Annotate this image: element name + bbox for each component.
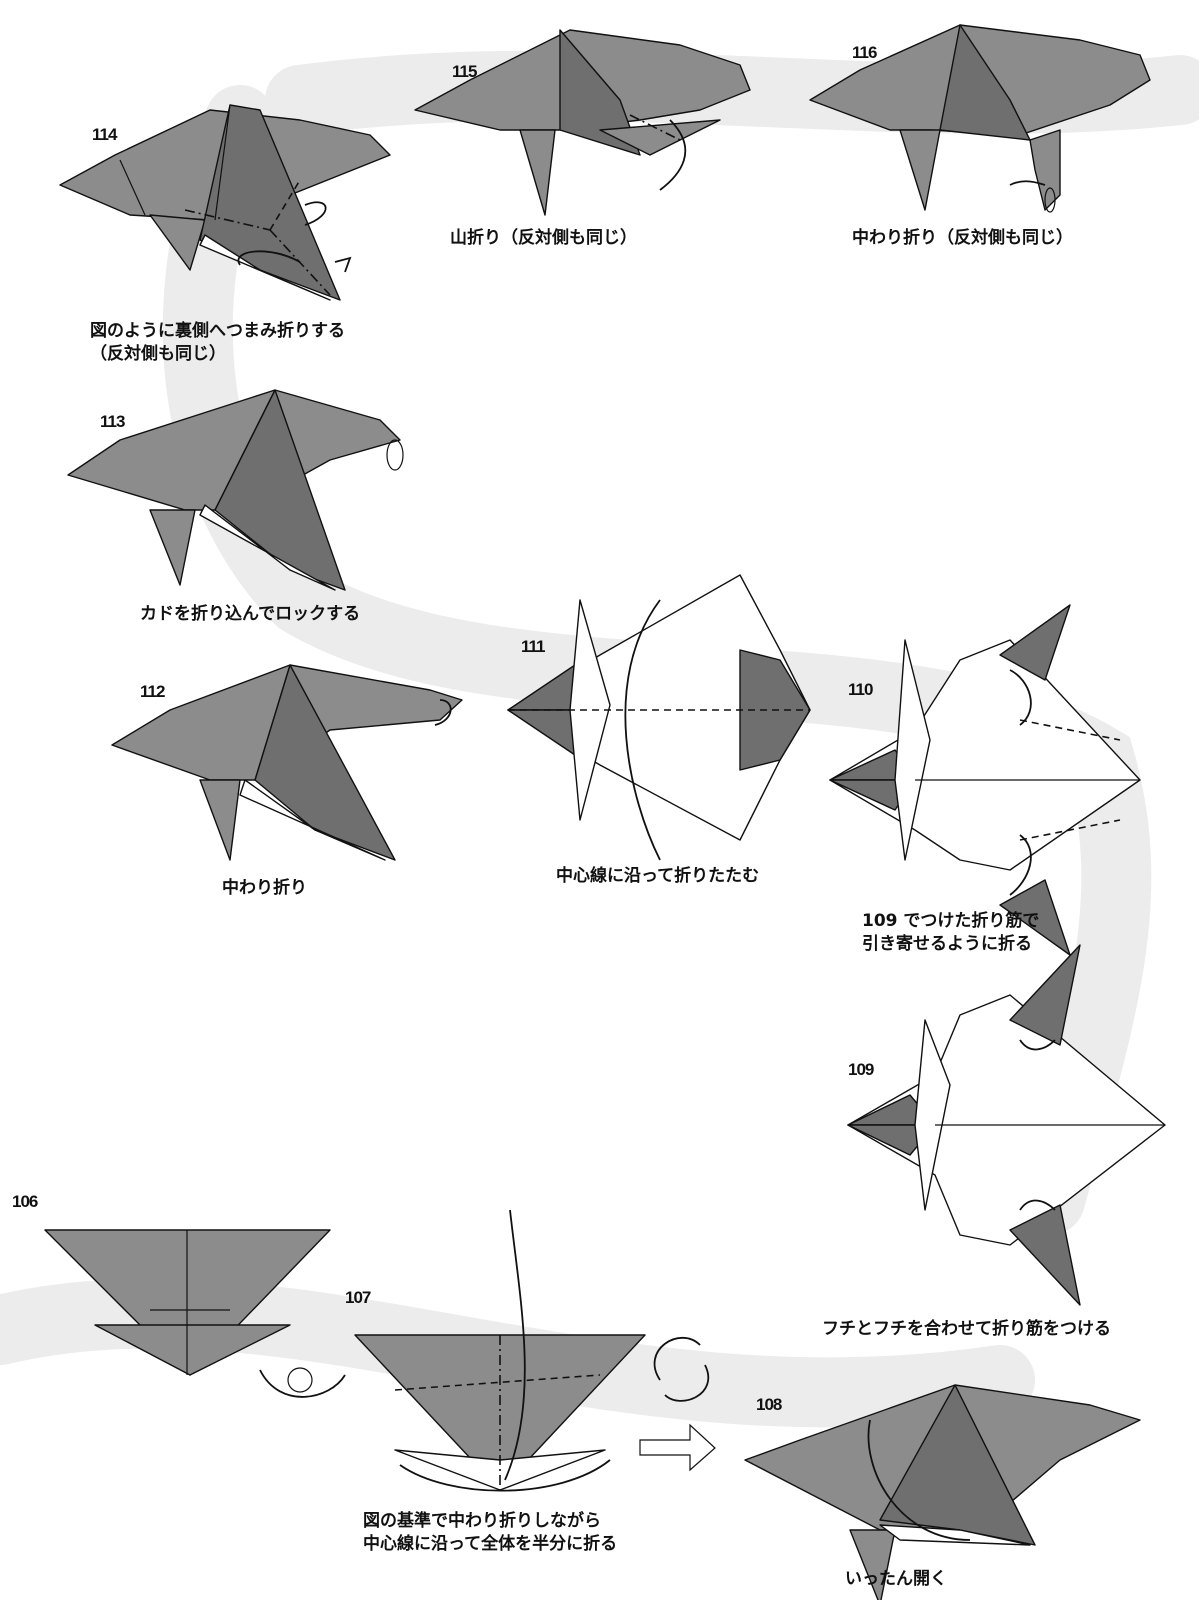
step-114-figure — [59, 104, 391, 301]
step-115-figure — [414, 29, 751, 216]
step-caption: 109 でつけた折り筋で 引き寄せるように折る — [862, 911, 1040, 954]
step-number: 113 — [100, 412, 125, 431]
step-number: 116 — [852, 43, 877, 62]
step-number: 109 — [848, 1060, 874, 1079]
step-number: 110 — [848, 680, 873, 699]
step-111-figure — [507, 574, 811, 861]
rotate-symbol — [653, 1336, 709, 1402]
step-116-figure — [809, 24, 1151, 213]
step-108-figure — [744, 1384, 1141, 1604]
step-number: 112 — [140, 682, 165, 701]
step-caption: 山折り（反対側も同じ） — [450, 228, 637, 248]
step-113-figure — [67, 389, 404, 591]
step-caption: 図のように裏側へつまみ折りする （反対側も同じ） — [90, 321, 345, 364]
step-number: 107 — [345, 1288, 371, 1307]
step-number: 106 — [12, 1192, 38, 1211]
step-number: 108 — [756, 1395, 782, 1414]
step-caption: フチとフチを合わせて折り筋をつける — [822, 1319, 1111, 1339]
step-112-figure — [111, 664, 463, 861]
step-110-figure — [829, 604, 1141, 956]
step-107-figure — [354, 1209, 646, 1492]
step-caption: 中わり折り — [222, 878, 307, 898]
step-caption: 中心線に沿って折りたたむ — [556, 866, 760, 886]
step-number: 114 — [92, 125, 117, 144]
step-109-figure — [847, 944, 1166, 1306]
next-arrow — [639, 1423, 716, 1472]
step-number: 115 — [452, 62, 477, 81]
step-caption: 図の基準で中わり折りしながら 中心線に沿って全体を半分に折る — [363, 1511, 618, 1554]
step-106-figure — [44, 1229, 346, 1398]
step-number: 111 — [521, 637, 545, 656]
step-caption: いったん開く — [845, 1569, 947, 1589]
step-caption: カドを折り込んでロックする — [140, 604, 361, 624]
step-caption: 中わり折り（反対側も同じ） — [852, 228, 1073, 248]
